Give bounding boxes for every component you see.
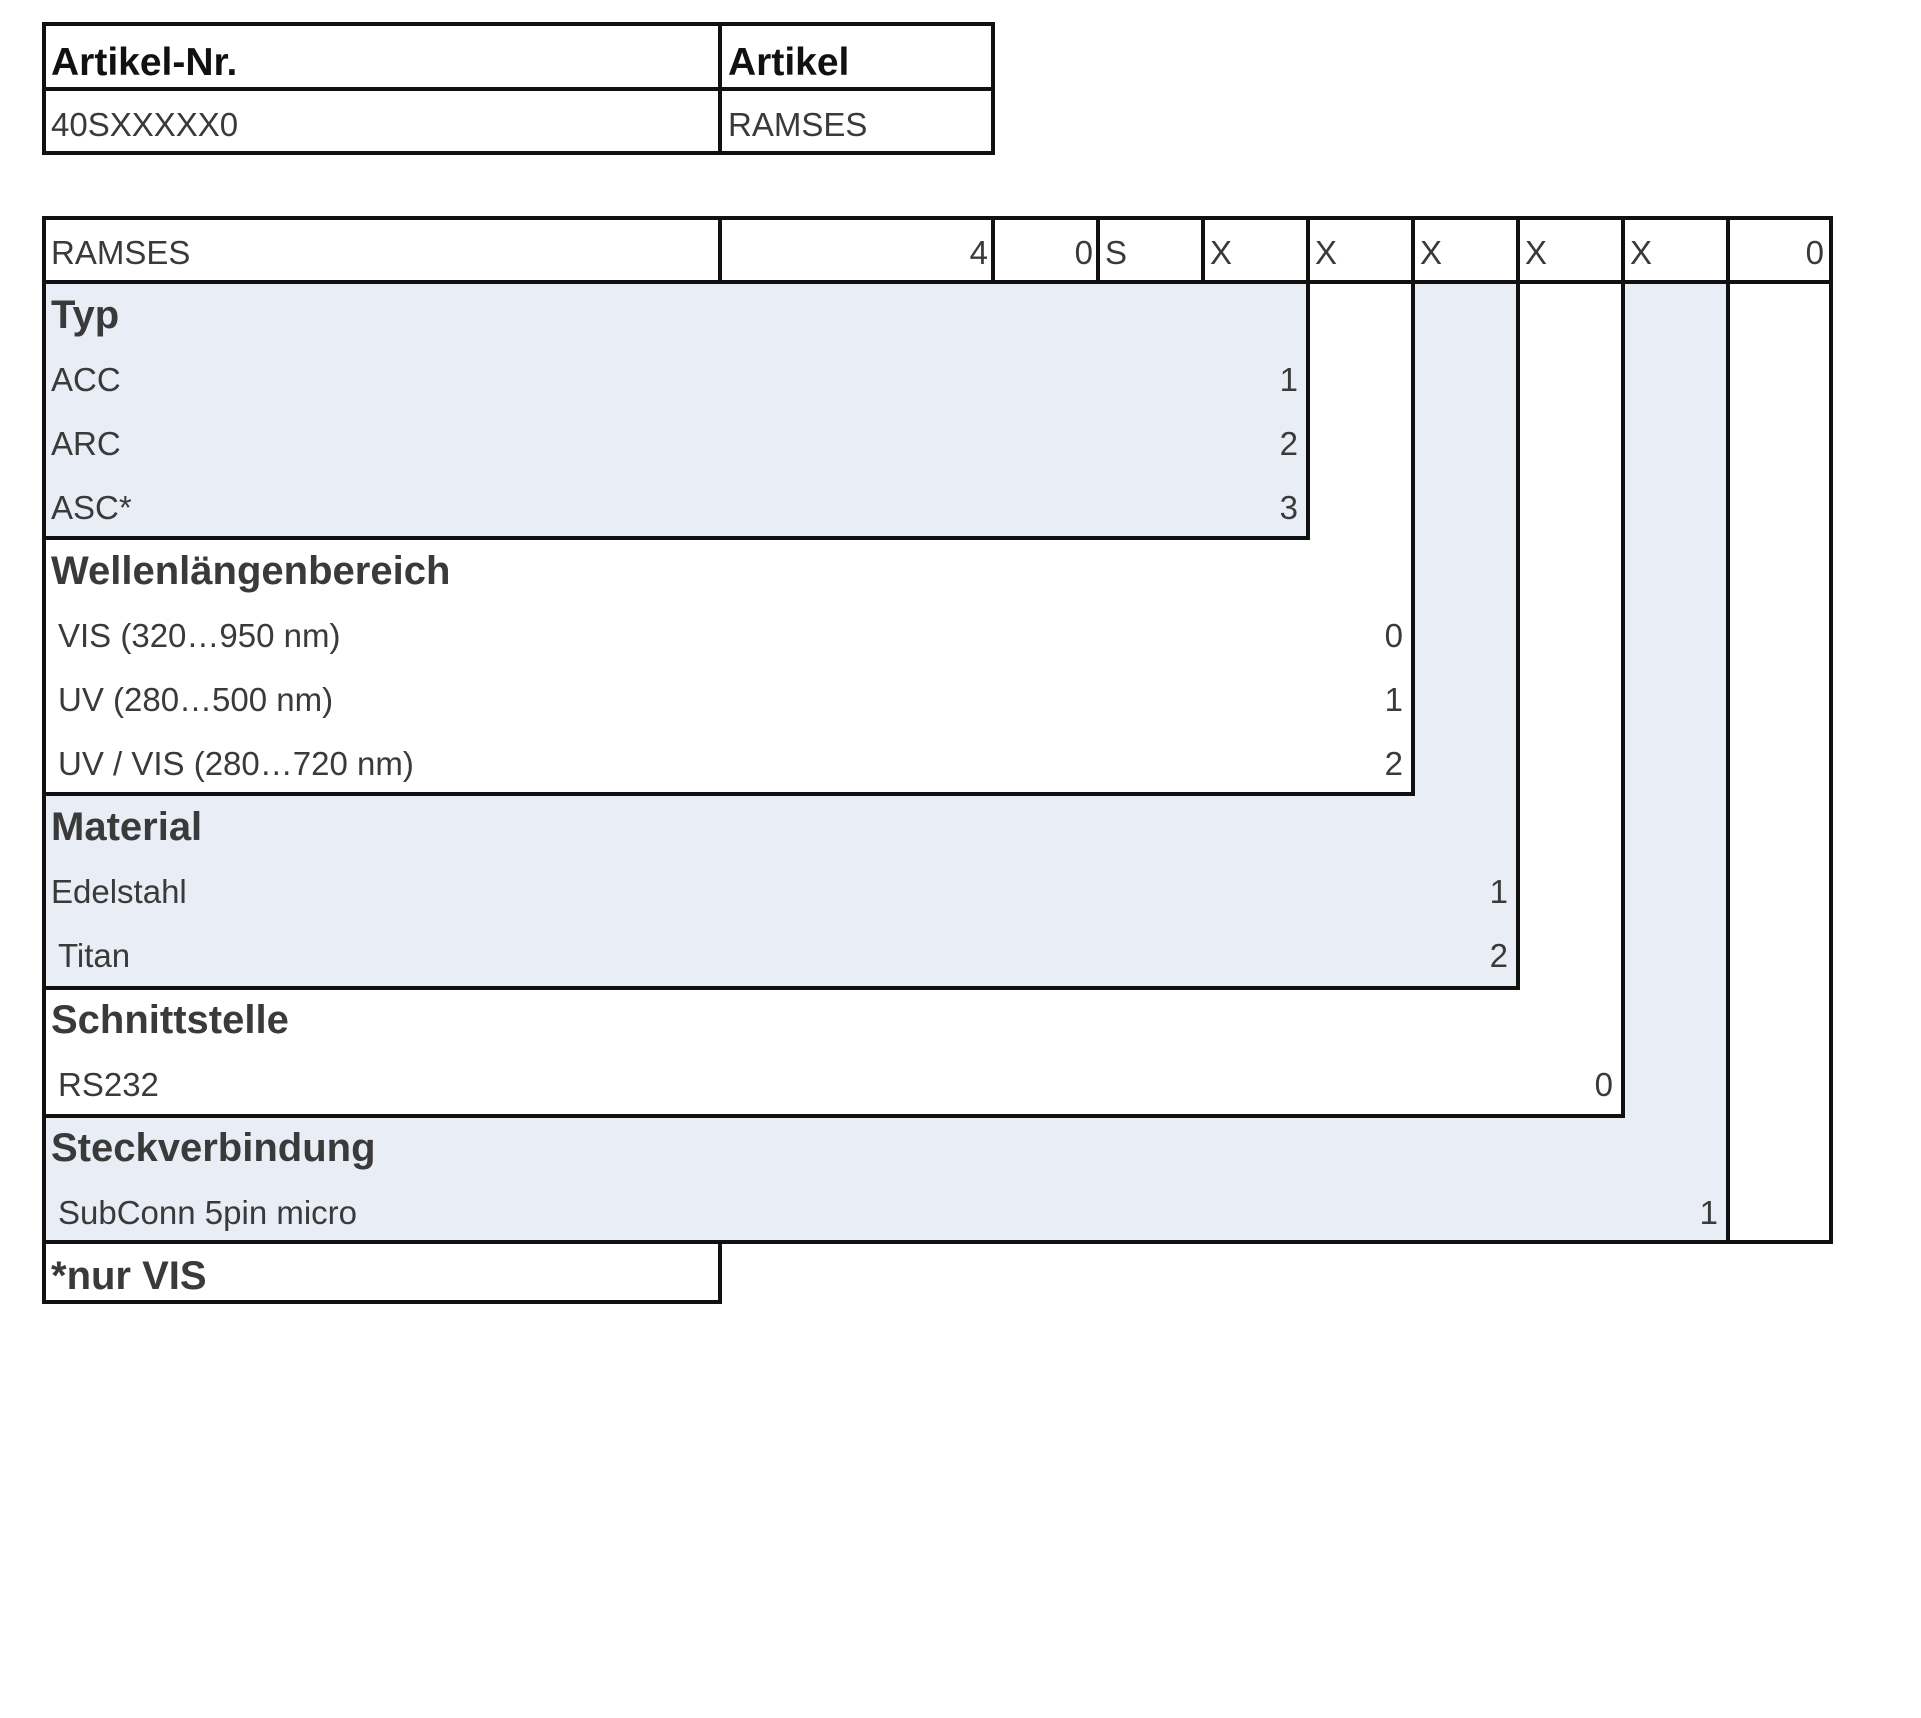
grid-line [1829,216,1833,1244]
article-number-value: 40SXXXXX0 [51,106,239,143]
grid-line [42,1240,1833,1244]
option-label: UV / VIS (280…720 nm) [58,745,414,782]
grid-line [42,216,46,1304]
grid-line [718,216,722,284]
grid-line [42,536,1310,540]
grid-line [1411,216,1415,796]
footnote: *nur VIS [51,1254,207,1298]
code-row-name: RAMSES [51,234,191,271]
option-label: Titan [58,937,131,974]
section-title: Typ [51,293,120,337]
code-cell-4: X [1210,234,1233,271]
option-label: VIS (320…950 nm) [58,617,341,654]
option-code: 1 [1489,873,1508,910]
option-label: ACC [51,361,121,398]
grid-line [42,986,1520,990]
article-header: Artikel [728,41,850,84]
grid-line [42,792,1415,796]
code-cell-7: X [1525,234,1548,271]
option-code: 3 [1279,489,1298,526]
article-table-border [718,22,722,155]
article-table-border [42,151,995,155]
grid-line [1306,216,1310,540]
option-code: 0 [1594,1066,1613,1103]
option-code: 1 [1279,361,1298,398]
grid-line [42,280,1833,284]
option-code: 1 [1699,1194,1718,1231]
article-table-border [991,22,995,155]
grid-line [1516,216,1520,990]
option-code: 0 [1384,617,1403,654]
option-label: ARC [51,425,121,462]
grid-line [42,1114,1625,1118]
option-code: 2 [1384,745,1403,782]
option-label: SubConn 5pin micro [58,1194,357,1231]
grid-line [991,216,995,284]
material-shade [44,796,1520,988]
code-cell-1: 4 [969,234,988,271]
grid-line [1726,216,1730,1244]
section-title: Steckverbindung [51,1126,376,1170]
code-cell-6: X [1420,234,1443,271]
section-title: Wellenlängenbereich [51,549,451,593]
option-label: UV (280…500 nm) [58,681,334,718]
option-label: Edelstahl [51,873,187,910]
code-cell-3: S [1105,234,1128,271]
option-label: RS232 [58,1066,159,1103]
steckverbindung-shade [44,1118,1730,1244]
article-number-header: Artikel-Nr. [51,41,238,84]
section-title: Schnittstelle [51,998,289,1042]
option-label: ASC* [51,489,132,526]
article-value: RAMSES [728,106,868,143]
code-cell-2: 0 [1074,234,1093,271]
grid-line [1201,216,1205,284]
steckverbindung-column-shade [1625,282,1730,1118]
grid-line [42,216,1833,220]
code-cell-5: X [1315,234,1338,271]
section-title: Material [51,805,203,849]
option-code: 1 [1384,681,1403,718]
code-cell-9: 0 [1805,234,1824,271]
option-code: 2 [1489,937,1508,974]
grid-line [42,1300,722,1304]
grid-line [1096,216,1100,284]
grid-line [1621,216,1625,1116]
code-cell-8: X [1630,234,1653,271]
article-table-border [42,87,995,91]
article-table-border [42,22,46,155]
option-code: 2 [1279,425,1298,462]
grid-line [718,1240,722,1304]
typ-shade [44,282,1310,538]
material-column-shade [1415,282,1520,796]
article-table-border [42,22,995,26]
